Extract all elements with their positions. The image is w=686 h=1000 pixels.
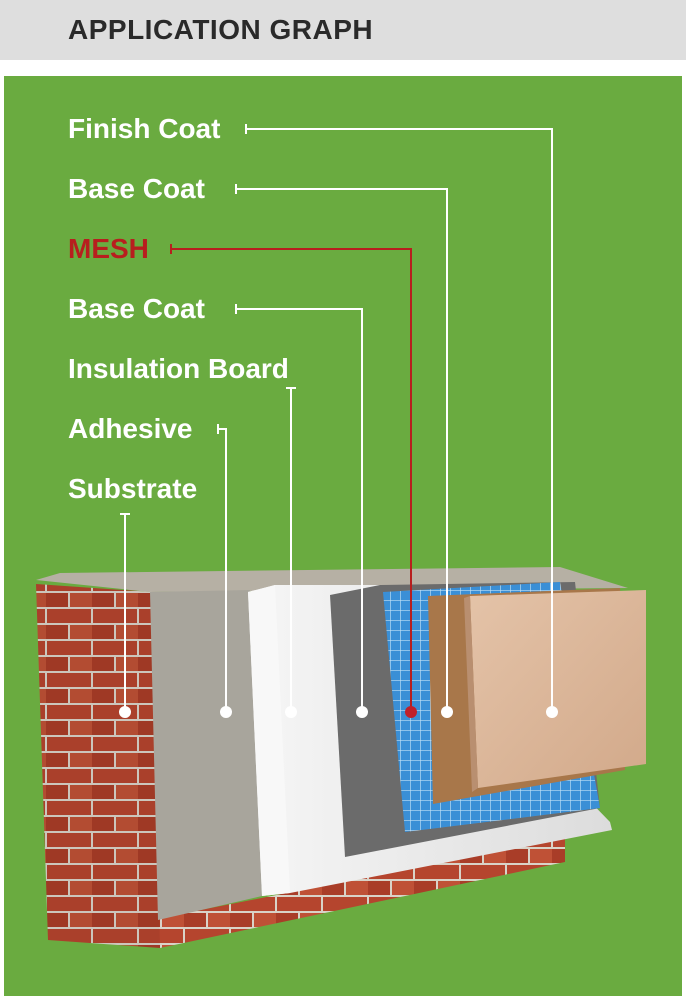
page-title: APPLICATION GRAPH [68,14,374,45]
adhesive-leader [218,428,227,712]
substrate-layer [36,584,160,948]
label-insulation-board: Insulation Board [68,353,289,384]
base-coat-inner-point [356,706,368,718]
adhesive-point [220,706,232,718]
mesh-leader [171,248,412,712]
label-substrate: Substrate [68,473,198,504]
finish-coat-layer [470,590,646,788]
base-coat-outer-point [441,706,453,718]
label-base-coat-inner: Base Coat [68,293,205,324]
substrate-point [119,706,131,718]
label-adhesive: Adhesive [68,413,193,444]
base-coat-outer-leader [236,188,448,712]
header-bar: APPLICATION GRAPH [0,0,686,60]
mesh-point [405,706,417,718]
substrate-bottom-edge [150,838,565,948]
insulation-board-point [285,706,297,718]
label-mesh: MESH [68,233,149,264]
adhesive-layer [150,590,262,920]
finish-coat-leader [246,128,553,712]
finish-coat-point [546,706,558,718]
label-finish-coat: Finish Coat [68,113,221,144]
label-base-coat-outer: Base Coat [68,173,205,204]
base-coat-inner-leader [236,308,363,712]
